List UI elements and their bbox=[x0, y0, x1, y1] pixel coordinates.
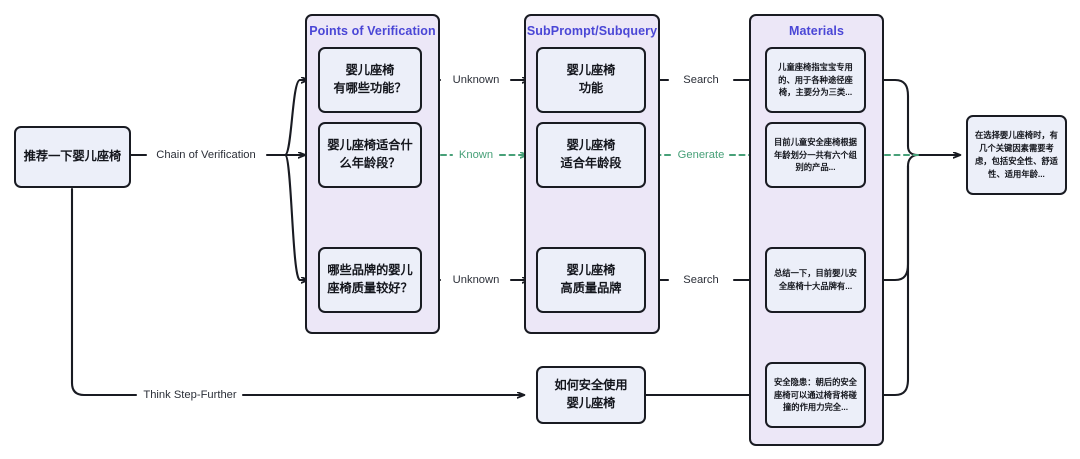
node-mat-1[interactable]: 儿童座椅指宝宝专用的、用于各种途径座椅，主要分为三类... bbox=[765, 47, 866, 113]
node-pov-2[interactable]: 婴儿座椅适合什 么年龄段？ bbox=[318, 122, 422, 188]
node-pov-1[interactable]: 婴儿座椅 有哪些功能？ bbox=[318, 47, 422, 113]
edge-label-search-1: Search bbox=[679, 74, 723, 86]
node-sub-3[interactable]: 婴儿座椅 高质量品牌 bbox=[536, 247, 646, 313]
edge-label-think-step-further: Think Step-Further bbox=[139, 389, 241, 401]
node-pov-3[interactable]: 哪些品牌的婴儿 座椅质量较好？ bbox=[318, 247, 422, 313]
edge-label-search-2: Search bbox=[679, 274, 723, 286]
node-sub-1[interactable]: 婴儿座椅 功能 bbox=[536, 47, 646, 113]
node-step-further-subprompt[interactable]: 如何安全使用 婴儿座椅 bbox=[536, 366, 646, 424]
edge-label-generate: Generate bbox=[677, 149, 725, 161]
lane-title-subprompt-subquery: SubPrompt/Subquery bbox=[526, 24, 658, 38]
lane-title-materials: Materials bbox=[788, 24, 845, 38]
node-mat-3[interactable]: 总结一下，目前婴儿安全座椅十大品牌有... bbox=[765, 247, 866, 313]
node-label: 推荐一下婴儿座椅 bbox=[23, 149, 122, 164]
node-sub-2[interactable]: 婴儿座椅 适合年龄段 bbox=[536, 122, 646, 188]
edge-label-chain-of-verification: Chain of Verification bbox=[152, 149, 260, 161]
node-mat-4[interactable]: 安全隐患：朝后的安全座椅可以通过椅背将碰撞的作用力完全... bbox=[765, 362, 866, 428]
node-mat-2[interactable]: 目前儿童安全座椅根据年龄划分一共有六个组别的产品... bbox=[765, 122, 866, 188]
edge-label-unknown-2: Unknown bbox=[448, 274, 504, 286]
edge-label-unknown-1: Unknown bbox=[448, 74, 504, 86]
node-source-prompt[interactable]: 推荐一下婴儿座椅 bbox=[14, 126, 131, 188]
node-final-answer[interactable]: 在选择婴儿座椅时，有几个关键因素需要考虑，包括安全性、舒适性、适用年龄... bbox=[966, 115, 1067, 195]
lane-title-points-of-verification: Points of Verification bbox=[309, 24, 436, 38]
edge-label-known: Known bbox=[458, 149, 494, 161]
